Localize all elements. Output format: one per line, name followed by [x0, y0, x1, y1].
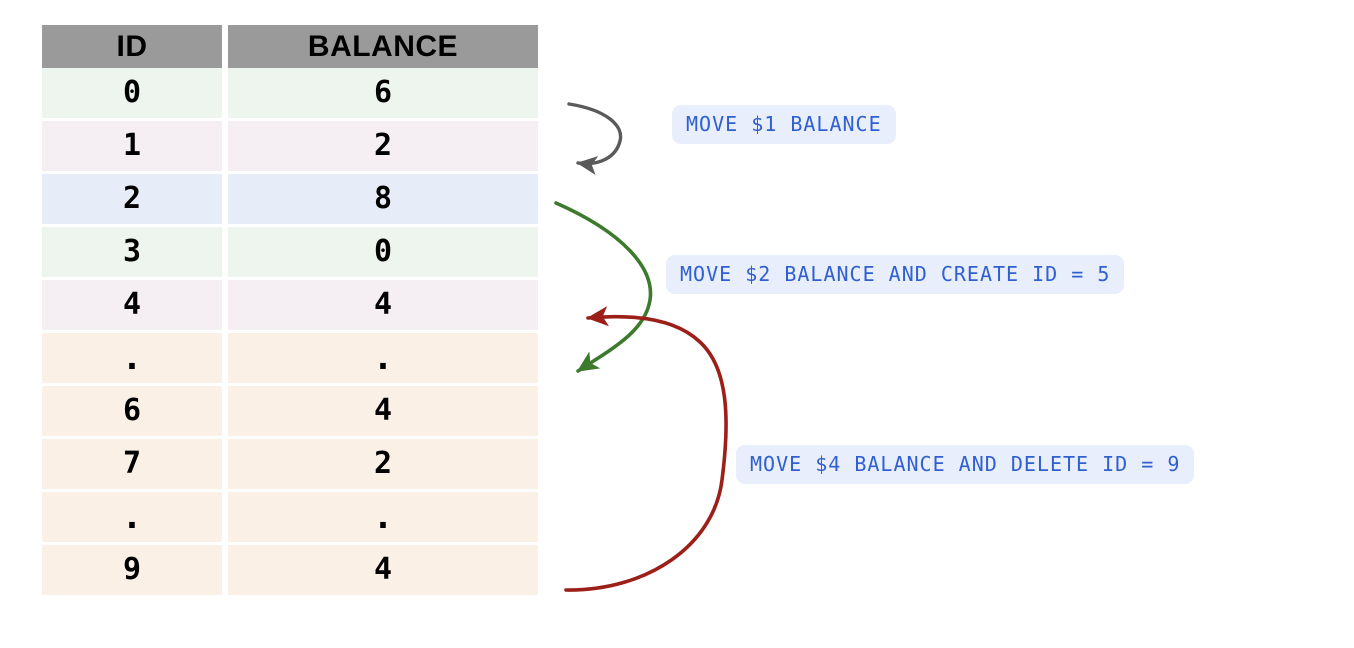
red-arrow-row9-to-row4: [564, 306, 728, 592]
cell-balance: 2: [228, 121, 538, 174]
column-gutter: [222, 68, 228, 121]
cell-id: .: [42, 492, 222, 545]
column-gutter: [222, 25, 228, 68]
cell-balance: 2: [228, 439, 538, 492]
gray-arrow-row0-to-row1: [567, 102, 623, 175]
annotation-move-4: MOVE $4 BALANCE AND DELETE ID = 9: [736, 445, 1195, 484]
cell-balance: 0: [228, 227, 538, 280]
column-header-balance: BALANCE: [228, 25, 538, 68]
cell-balance: 4: [228, 280, 538, 333]
column-gutter: [222, 333, 228, 386]
cell-balance: 8: [228, 174, 538, 227]
cell-id: 7: [42, 439, 222, 492]
table-row: ..: [42, 333, 538, 386]
annotation-move-2: MOVE $2 BALANCE AND CREATE ID = 5: [666, 255, 1125, 294]
column-header-id: ID: [42, 25, 222, 68]
cell-id: 0: [42, 68, 222, 121]
cell-id: 1: [42, 121, 222, 174]
cell-id: .: [42, 333, 222, 386]
column-gutter: [222, 492, 228, 545]
cell-id: 3: [42, 227, 222, 280]
column-gutter: [222, 227, 228, 280]
column-gutter: [222, 121, 228, 174]
cell-balance: 4: [228, 545, 538, 598]
column-gutter: [222, 386, 228, 439]
column-gutter: [222, 439, 228, 492]
column-gutter: [222, 174, 228, 227]
cell-balance: 6: [228, 68, 538, 121]
cell-id: 9: [42, 545, 222, 598]
cell-id: 2: [42, 174, 222, 227]
cell-balance: .: [228, 333, 538, 386]
cell-id: 6: [42, 386, 222, 439]
table-header: ID BALANCE: [42, 25, 538, 68]
column-gutter: [222, 280, 228, 333]
cell-balance: 4: [228, 386, 538, 439]
annotation-move-1: MOVE $1 BALANCE: [672, 105, 896, 144]
table-row: ..: [42, 492, 538, 545]
cell-balance: .: [228, 492, 538, 545]
table-header-row: ID BALANCE: [42, 25, 538, 68]
green-arrow-row2-to-row5: [554, 201, 653, 373]
cell-id: 4: [42, 280, 222, 333]
column-gutter: [222, 545, 228, 598]
